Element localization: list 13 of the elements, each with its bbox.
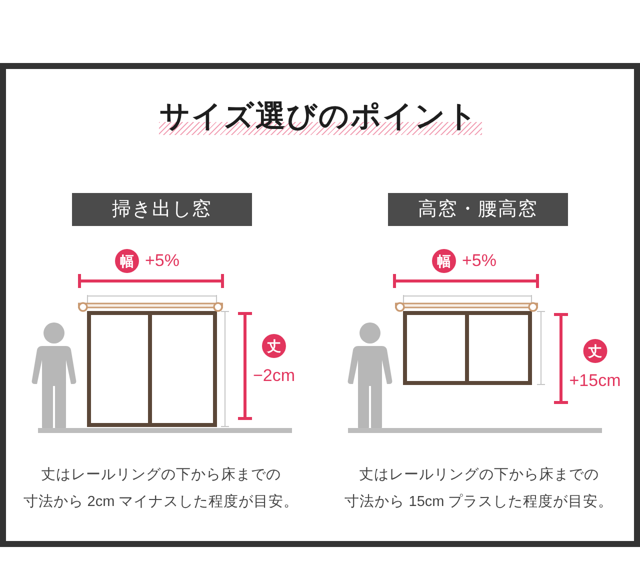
measurement-label: +15cm [569,372,621,390]
dimension-badge: 幅 [115,249,139,273]
section-header: 掃き出し窓 [72,193,252,226]
caption-text: 丈はレールリングの下から床までの寸法から 15cm プラスした程度が目安。 [344,466,614,512]
title: サイズ選びのポイント [158,99,482,135]
dimension-badge: 幅 [432,249,456,273]
dimension-badge: 丈 [262,334,286,358]
caption-text: 丈はレールリングの下から床までの寸法から 2cm マイナスした程度が目安。 [22,466,300,512]
section-header: 高窓・腰高窓 [388,193,568,226]
measurement-label: +5% [145,252,180,270]
dimension-badge: 丈 [583,339,607,363]
measurement-label: −2cm [252,367,296,385]
measurement-label: +5% [462,252,496,270]
